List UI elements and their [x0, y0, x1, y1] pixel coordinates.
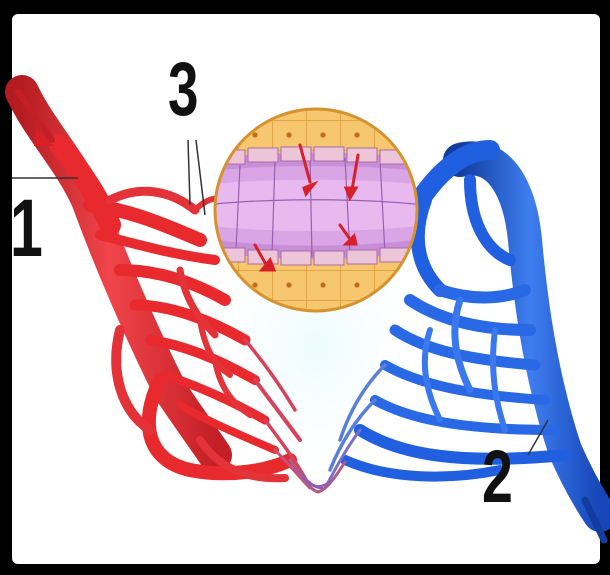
label-3-pointer	[188, 140, 190, 205]
label-artery-number: 1	[10, 188, 43, 270]
label-vein-number: 2	[482, 440, 513, 514]
label-capillary-number: 3	[168, 52, 198, 128]
